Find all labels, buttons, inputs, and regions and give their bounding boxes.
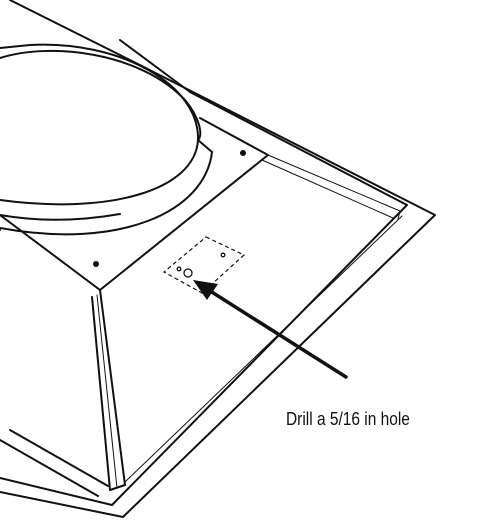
housing-bottom-left-line <box>9 429 109 487</box>
collar-top-inner-arc <box>0 49 202 141</box>
side-panel-left-edge <box>91 296 111 491</box>
arrow-pointer-icon <box>193 280 348 379</box>
mounting-screws <box>93 150 246 267</box>
recess-top-line <box>267 154 401 220</box>
recess-top-line-2 <box>261 159 394 219</box>
collar-lip-left <box>0 213 121 221</box>
base-inner-front-edge <box>0 477 113 506</box>
base-front-edge <box>0 491 124 518</box>
side-panel-inner-line <box>96 294 118 489</box>
screw-icon <box>240 150 246 156</box>
template-mark-icon <box>220 252 226 258</box>
housing-bottom-left-line-2 <box>0 439 99 497</box>
side-panel-bottom-edge <box>109 484 126 491</box>
drill-hole-callout: Drill a 5/16 in hole <box>286 409 410 429</box>
screw-icon <box>93 261 99 267</box>
collar-top-arc <box>0 43 200 206</box>
small-hole-icon <box>176 266 182 272</box>
top-plate <box>0 117 269 291</box>
collar-front-arc <box>0 151 213 236</box>
base-outer-edge <box>9 0 436 518</box>
collar-lip-right <box>197 139 213 153</box>
drill-template-outline <box>162 236 246 294</box>
side-panel-front-edge <box>99 289 126 486</box>
drill-hole-icon <box>183 268 193 278</box>
base-inner-edge <box>111 39 408 506</box>
recess-front-line <box>124 215 403 483</box>
